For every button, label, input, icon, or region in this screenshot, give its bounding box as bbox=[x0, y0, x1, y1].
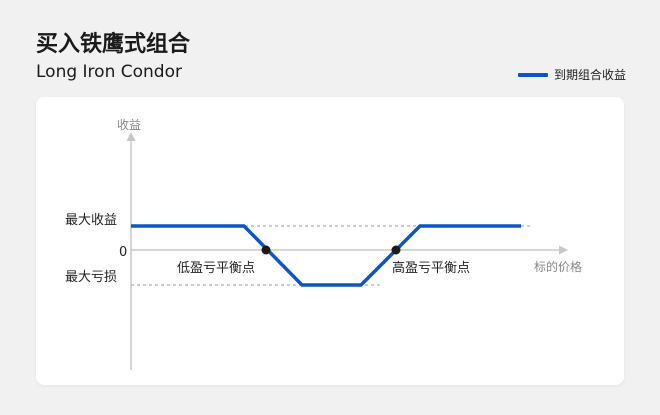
legend-swatch bbox=[517, 72, 548, 77]
upper-breakeven-label: 高盈亏平衡点 bbox=[392, 260, 470, 276]
max-profit-label: 最大收益 bbox=[65, 213, 117, 228]
lower-breakeven-point bbox=[261, 245, 271, 255]
x-axis-arrow bbox=[559, 245, 568, 255]
x-axis-label: 标的价格 bbox=[534, 259, 582, 274]
upper-breakeven-point bbox=[391, 245, 401, 255]
page-title: 买入铁鹰式组合 bbox=[36, 32, 191, 57]
zero-label: 0 bbox=[119, 245, 127, 260]
page-subtitle: Long Iron Condor bbox=[36, 62, 182, 82]
y-axis-arrow bbox=[126, 132, 136, 141]
payoff-line bbox=[131, 224, 521, 287]
legend-label: 到期组合收益 bbox=[553, 68, 626, 82]
legend: 到期组合收益 bbox=[517, 66, 626, 83]
lower-breakeven-label: 低盈亏平衡点 bbox=[177, 261, 255, 276]
y-axis-label: 收益 bbox=[117, 118, 141, 132]
diagram-card bbox=[36, 97, 624, 385]
max-loss-label: 最大亏损 bbox=[65, 270, 117, 285]
